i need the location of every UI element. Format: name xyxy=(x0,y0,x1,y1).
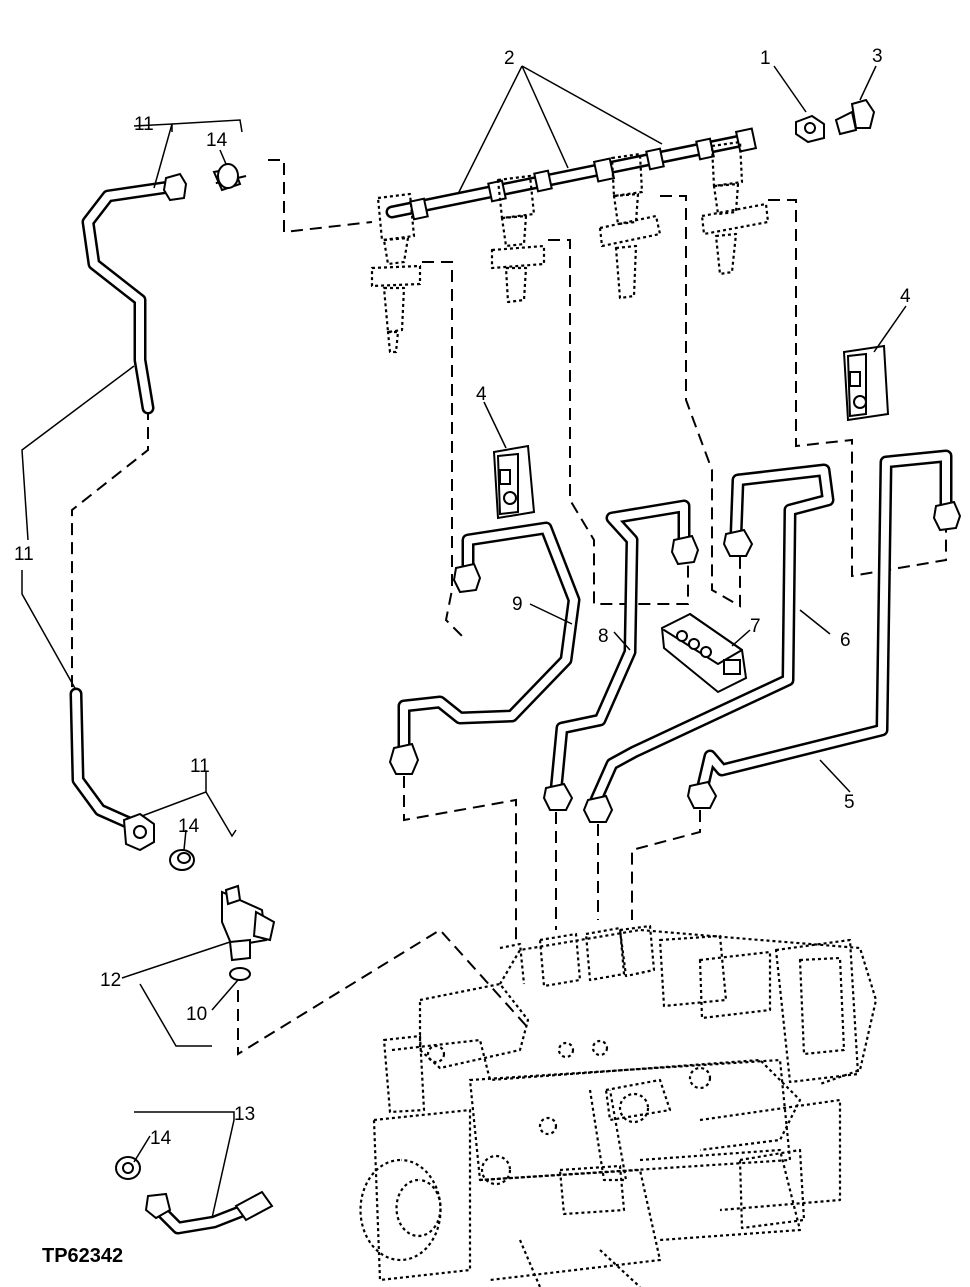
callout-4-left: 4 xyxy=(476,384,487,405)
injector-4 xyxy=(700,140,770,276)
callout-14-bottom: 14 xyxy=(150,1128,172,1149)
callout-12: 12 xyxy=(100,970,121,991)
injector-2 xyxy=(490,174,546,304)
leak-off-line xyxy=(385,127,758,221)
callout-11-left: 11 xyxy=(14,544,34,565)
fuel-injectors xyxy=(370,140,770,354)
callout-8: 8 xyxy=(598,626,609,647)
tee-fitting xyxy=(221,884,276,981)
clamp-right xyxy=(842,344,890,422)
spacer-clamp xyxy=(660,612,748,694)
injection-line-8 xyxy=(542,499,700,811)
callout-14-mid: 14 xyxy=(178,816,200,837)
injection-line-11 xyxy=(69,172,188,852)
injection-line-5 xyxy=(686,449,962,809)
callout-labels: 2 1 3 11 14 4 4 11 9 8 7 6 11 5 14 12 10… xyxy=(14,46,911,1149)
seal-washers xyxy=(115,163,242,1180)
callout-4-right: 4 xyxy=(900,286,911,307)
nut-and-plug xyxy=(795,98,876,144)
callout-14-top: 14 xyxy=(206,130,228,151)
injection-line-6 xyxy=(582,463,835,823)
callout-2: 2 xyxy=(504,48,515,69)
callout-6: 6 xyxy=(840,630,851,651)
callout-1: 1 xyxy=(760,48,771,69)
injection-line-9 xyxy=(388,521,581,775)
callout-11-bottom: 11 xyxy=(190,756,210,777)
injector-1 xyxy=(370,192,422,354)
alignment-lines-upper xyxy=(71,159,947,690)
callout-5: 5 xyxy=(844,792,855,813)
leader-lines xyxy=(21,65,907,1219)
clamp-left xyxy=(492,444,536,520)
injection-pump xyxy=(359,924,878,1287)
callout-7: 7 xyxy=(750,616,761,637)
line-clamps xyxy=(492,344,890,520)
alignment-lines-lower xyxy=(237,776,701,1056)
callout-11-top: 11 xyxy=(134,114,154,135)
callout-10: 10 xyxy=(186,1004,207,1025)
injector-3 xyxy=(598,152,662,300)
callout-3: 3 xyxy=(872,46,883,67)
callout-13: 13 xyxy=(234,1104,255,1125)
figure-id: TP62342 xyxy=(42,1245,123,1267)
callout-9: 9 xyxy=(512,594,523,615)
short-line-13 xyxy=(144,1190,274,1235)
